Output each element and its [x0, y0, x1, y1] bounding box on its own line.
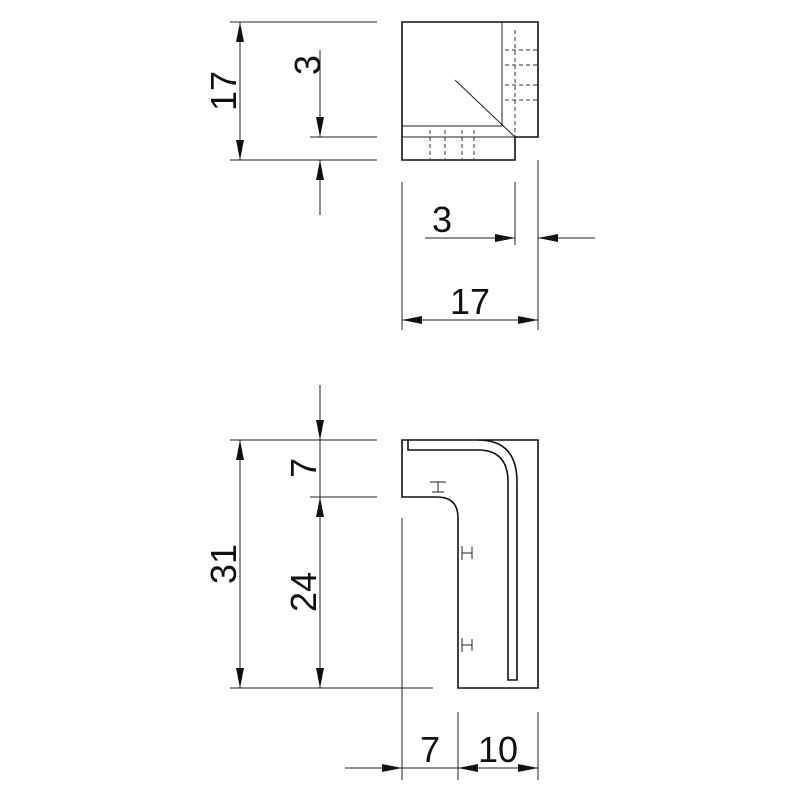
- dim-top-offset-horizontal: 3: [425, 199, 595, 242]
- dim-side-lower: 24: [283, 497, 324, 688]
- top-view-extension-lines: [230, 21, 539, 330]
- side-view-outline: [401, 439, 539, 689]
- dim-side-body-label: 10: [478, 729, 518, 770]
- dim-side-lower-label: 24: [283, 572, 324, 612]
- dim-side-total-height-label: 31: [203, 544, 244, 584]
- dim-top-height: 17: [203, 22, 244, 160]
- dim-top-offset-vertical: 3: [287, 50, 328, 215]
- dim-side-upper: 7: [283, 385, 324, 497]
- dim-side-lip-label: 7: [420, 729, 440, 770]
- dim-side-total-height: 31: [203, 440, 244, 688]
- dim-top-offset-vertical-label: 3: [287, 55, 328, 75]
- side-view: 31 7 24 7 10: [203, 385, 539, 780]
- top-view: 17 3 3 17: [203, 21, 595, 330]
- dim-top-height-label: 17: [203, 71, 244, 111]
- top-view-inner-lines: [402, 22, 538, 160]
- dim-top-width-label: 17: [450, 281, 490, 322]
- dim-top-width: 17: [402, 281, 538, 324]
- side-view-t-markers: [430, 481, 473, 652]
- top-view-outline: [401, 21, 539, 161]
- side-view-channel: [407, 439, 518, 681]
- dim-side-body: 10: [458, 729, 538, 772]
- dim-side-lip: 7: [345, 729, 458, 772]
- dim-top-offset-horizontal-label: 3: [432, 199, 452, 240]
- dim-side-upper-label: 7: [283, 458, 324, 478]
